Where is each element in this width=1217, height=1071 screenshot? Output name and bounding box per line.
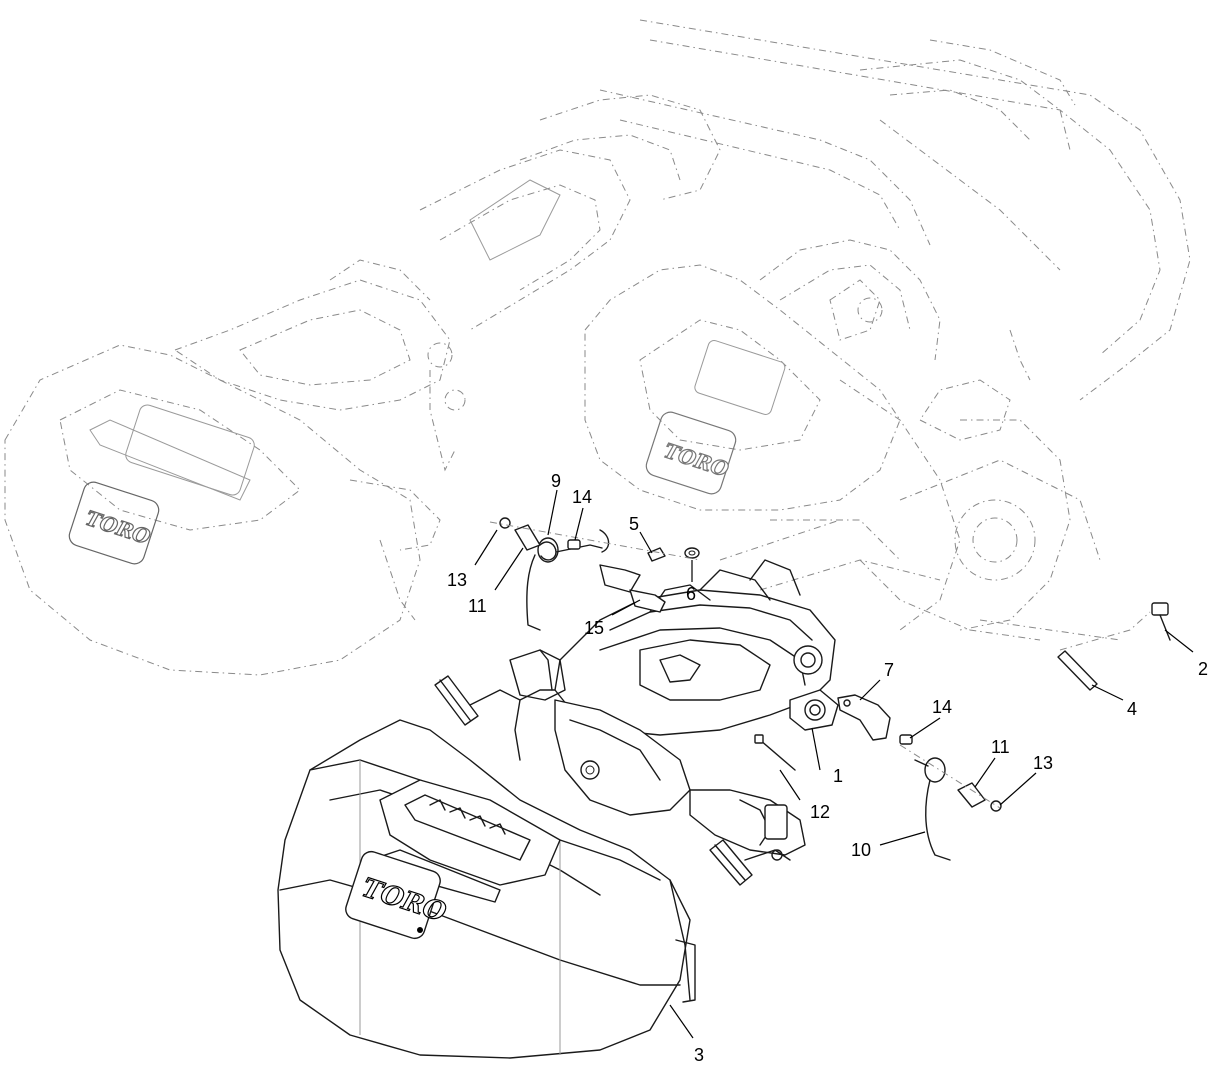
spacer-right-11 xyxy=(957,782,986,808)
callout-7: 7 xyxy=(884,660,894,680)
callout-6: 6 xyxy=(686,584,696,604)
bolt-12 xyxy=(754,734,796,771)
bolt-2 xyxy=(1151,602,1171,641)
pin-5 xyxy=(647,547,666,562)
callout-2: 2 xyxy=(1198,659,1208,679)
callout-13-right: 13 xyxy=(1033,753,1053,773)
bolt-right-14 xyxy=(899,734,913,745)
callout-9: 9 xyxy=(551,471,561,491)
callout-12: 12 xyxy=(810,802,830,822)
lower-cutting-unit-cover: TORO xyxy=(277,719,696,1059)
pin-4 xyxy=(1057,650,1098,691)
callout-3: 3 xyxy=(694,1045,704,1065)
assembly-lines xyxy=(489,521,1151,809)
spacer-left-11 xyxy=(514,524,541,551)
bracket-7 xyxy=(837,694,891,741)
center-lift-arm-assembly xyxy=(434,559,839,886)
spring-left-9 xyxy=(526,537,603,631)
bolt-left-14 xyxy=(567,539,581,550)
upper-left-cutting-unit-ghost: TORO xyxy=(4,259,466,676)
nut-right-13 xyxy=(990,800,1002,812)
toro-logo-ghost: TORO xyxy=(661,438,732,482)
callout-5: 5 xyxy=(629,514,639,534)
washer-6 xyxy=(684,547,700,559)
callout-14-left: 14 xyxy=(572,487,592,507)
callout-leaders xyxy=(474,489,1194,1039)
callout-11-left: 11 xyxy=(468,596,487,616)
callout-1: 1 xyxy=(833,766,843,786)
nut-left-13 xyxy=(499,517,511,529)
bracket-15 xyxy=(599,529,666,613)
callout-14-right: 14 xyxy=(932,697,952,717)
callout-13-left: 13 xyxy=(447,570,467,590)
toro-logo-left-ghost: TORO xyxy=(83,506,154,550)
callout-10: 10 xyxy=(851,840,871,860)
callout-4: 4 xyxy=(1127,699,1137,719)
callout-11-right: 11 xyxy=(991,737,1010,757)
callout-15: 15 xyxy=(584,618,604,638)
callout-labels: 9 14 13 11 5 6 15 7 14 11 13 1 12 10 2 4… xyxy=(447,471,1208,1065)
upper-right-cutting-unit-ghost: TORO xyxy=(584,239,1031,511)
